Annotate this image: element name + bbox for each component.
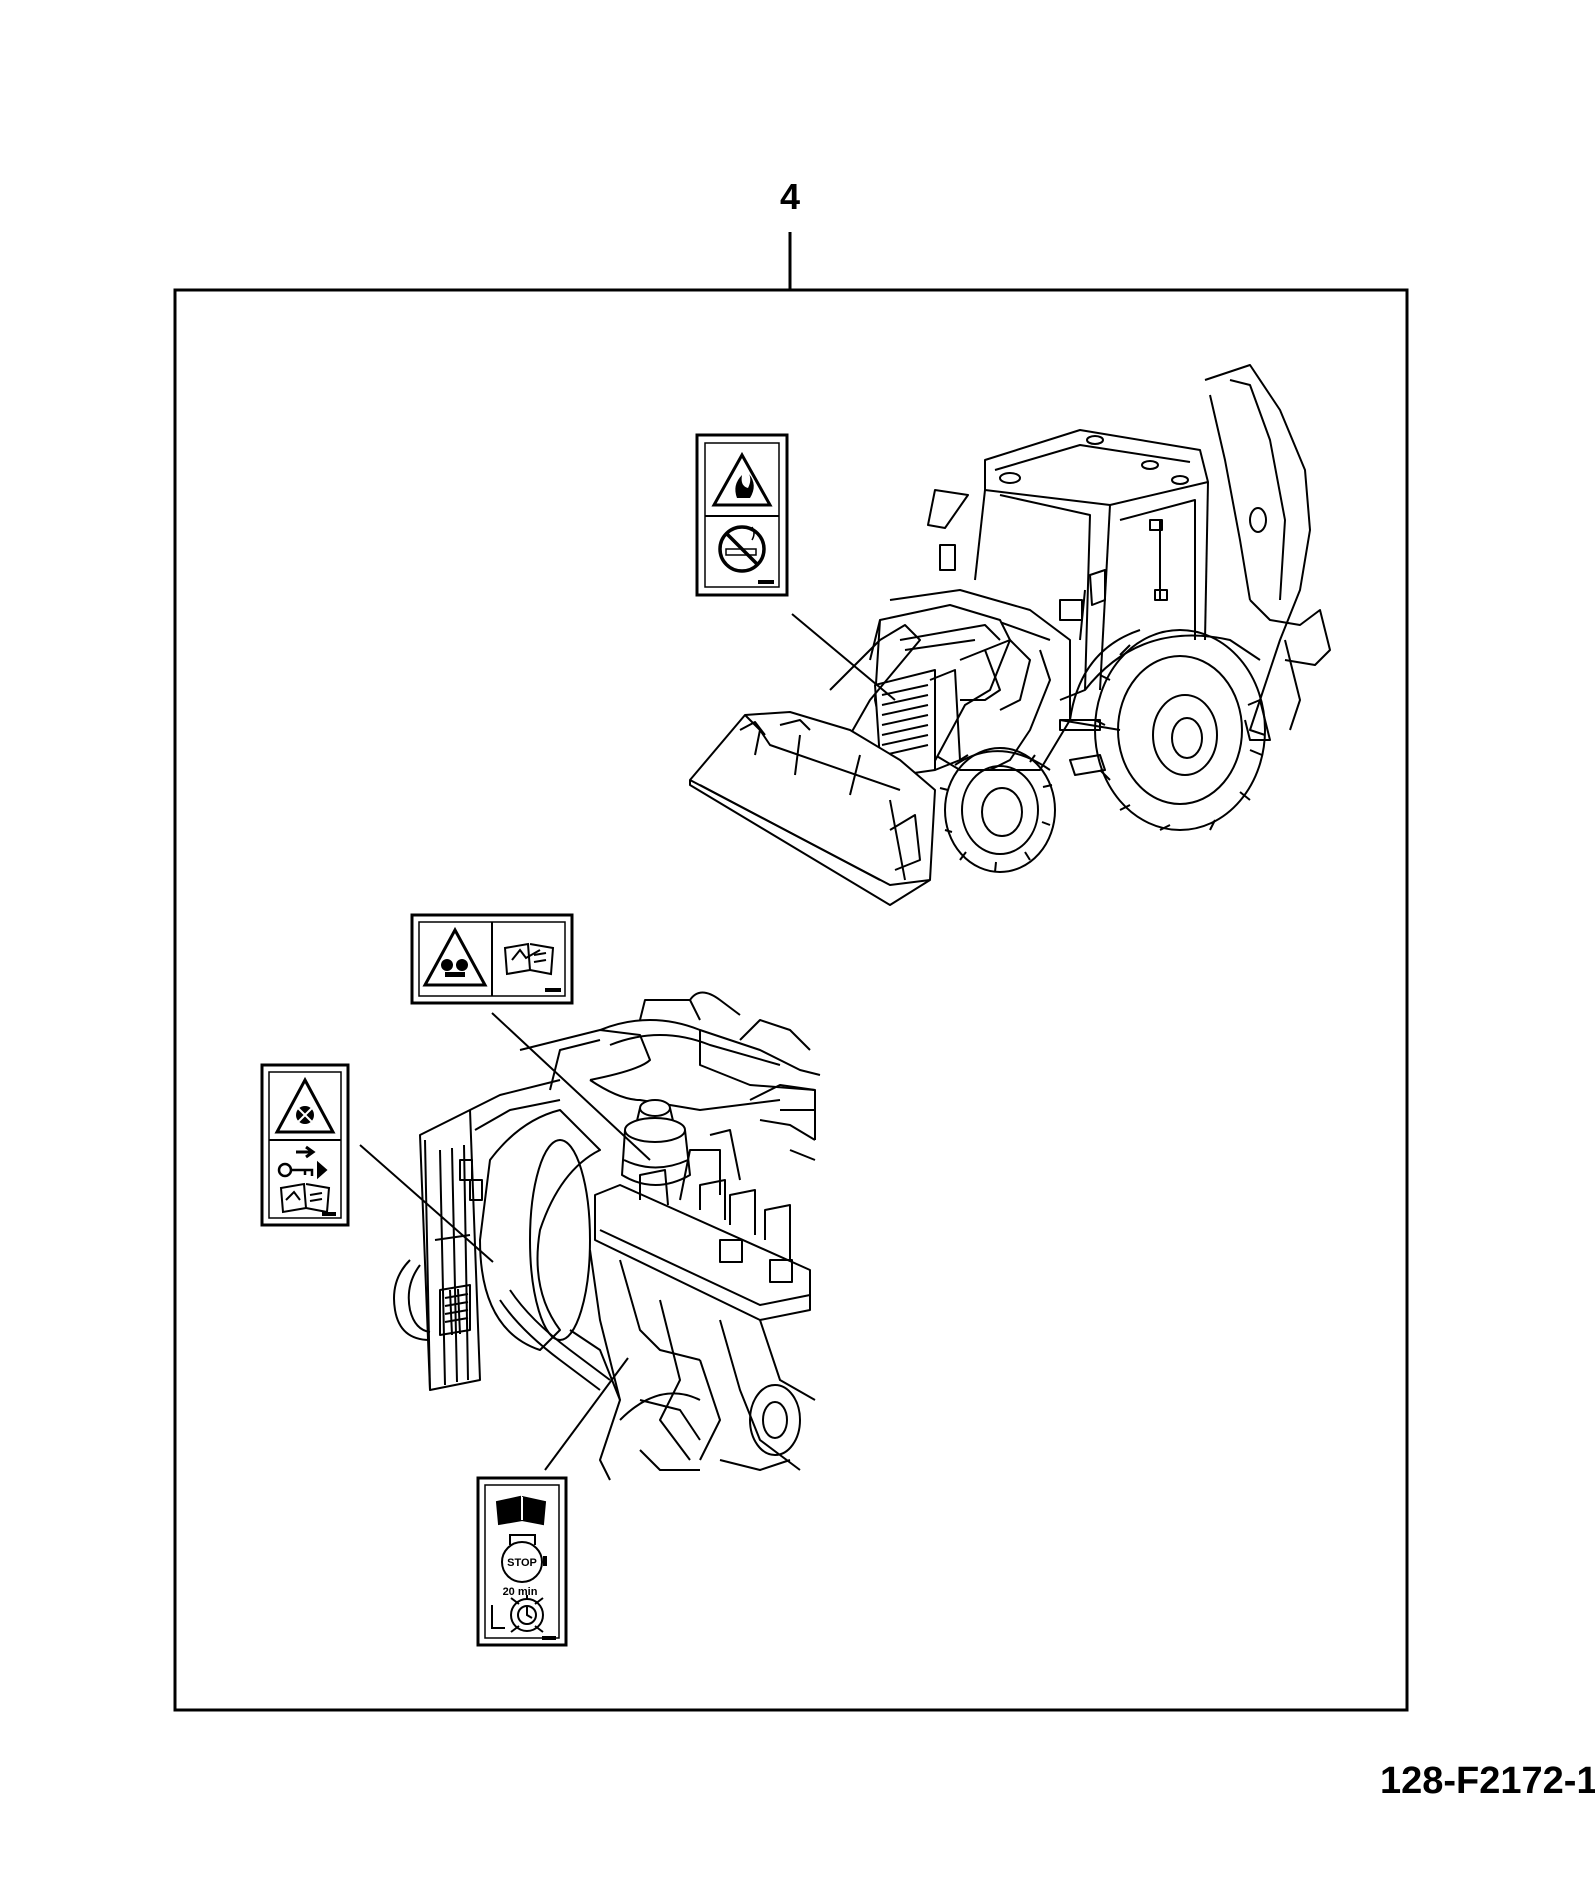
decal-fan-hazard-key-manual: [260, 1063, 350, 1227]
read-manual-icon: [503, 942, 555, 976]
leader-line-fan-decal: [359, 1144, 494, 1263]
content-frame: [173, 288, 1409, 1712]
leader-line-stop-decal: [544, 1357, 629, 1471]
stop-label: STOP: [507, 1557, 537, 1569]
decal-stop-engine-wait: STOP 20 min: [476, 1476, 568, 1647]
read-manual-icon: [495, 1495, 547, 1526]
decal-fire-no-smoking: [695, 433, 789, 597]
engine-illustration: [393, 991, 821, 1481]
hot-pressurised-warning-icon: [422, 926, 488, 987]
fire-warning-icon: [711, 451, 773, 507]
duration-label: 20 min: [503, 1586, 538, 1598]
stop-engine-icon: STOP: [501, 1534, 547, 1583]
timer-icon: [491, 1595, 544, 1633]
remove-key-icon: [277, 1145, 328, 1180]
leader-line-fire-decal: [791, 613, 896, 701]
fan-hazard-warning-icon: [274, 1076, 336, 1134]
no-smoking-icon: [718, 525, 766, 573]
callout-number: 4: [779, 176, 801, 217]
read-manual-icon: [279, 1182, 331, 1214]
decal-hot-pressurised-manual: [410, 913, 574, 1005]
backhoe-loader-illustration: [689, 364, 1331, 906]
leader-line-hot-fluid-decal: [491, 1012, 651, 1161]
